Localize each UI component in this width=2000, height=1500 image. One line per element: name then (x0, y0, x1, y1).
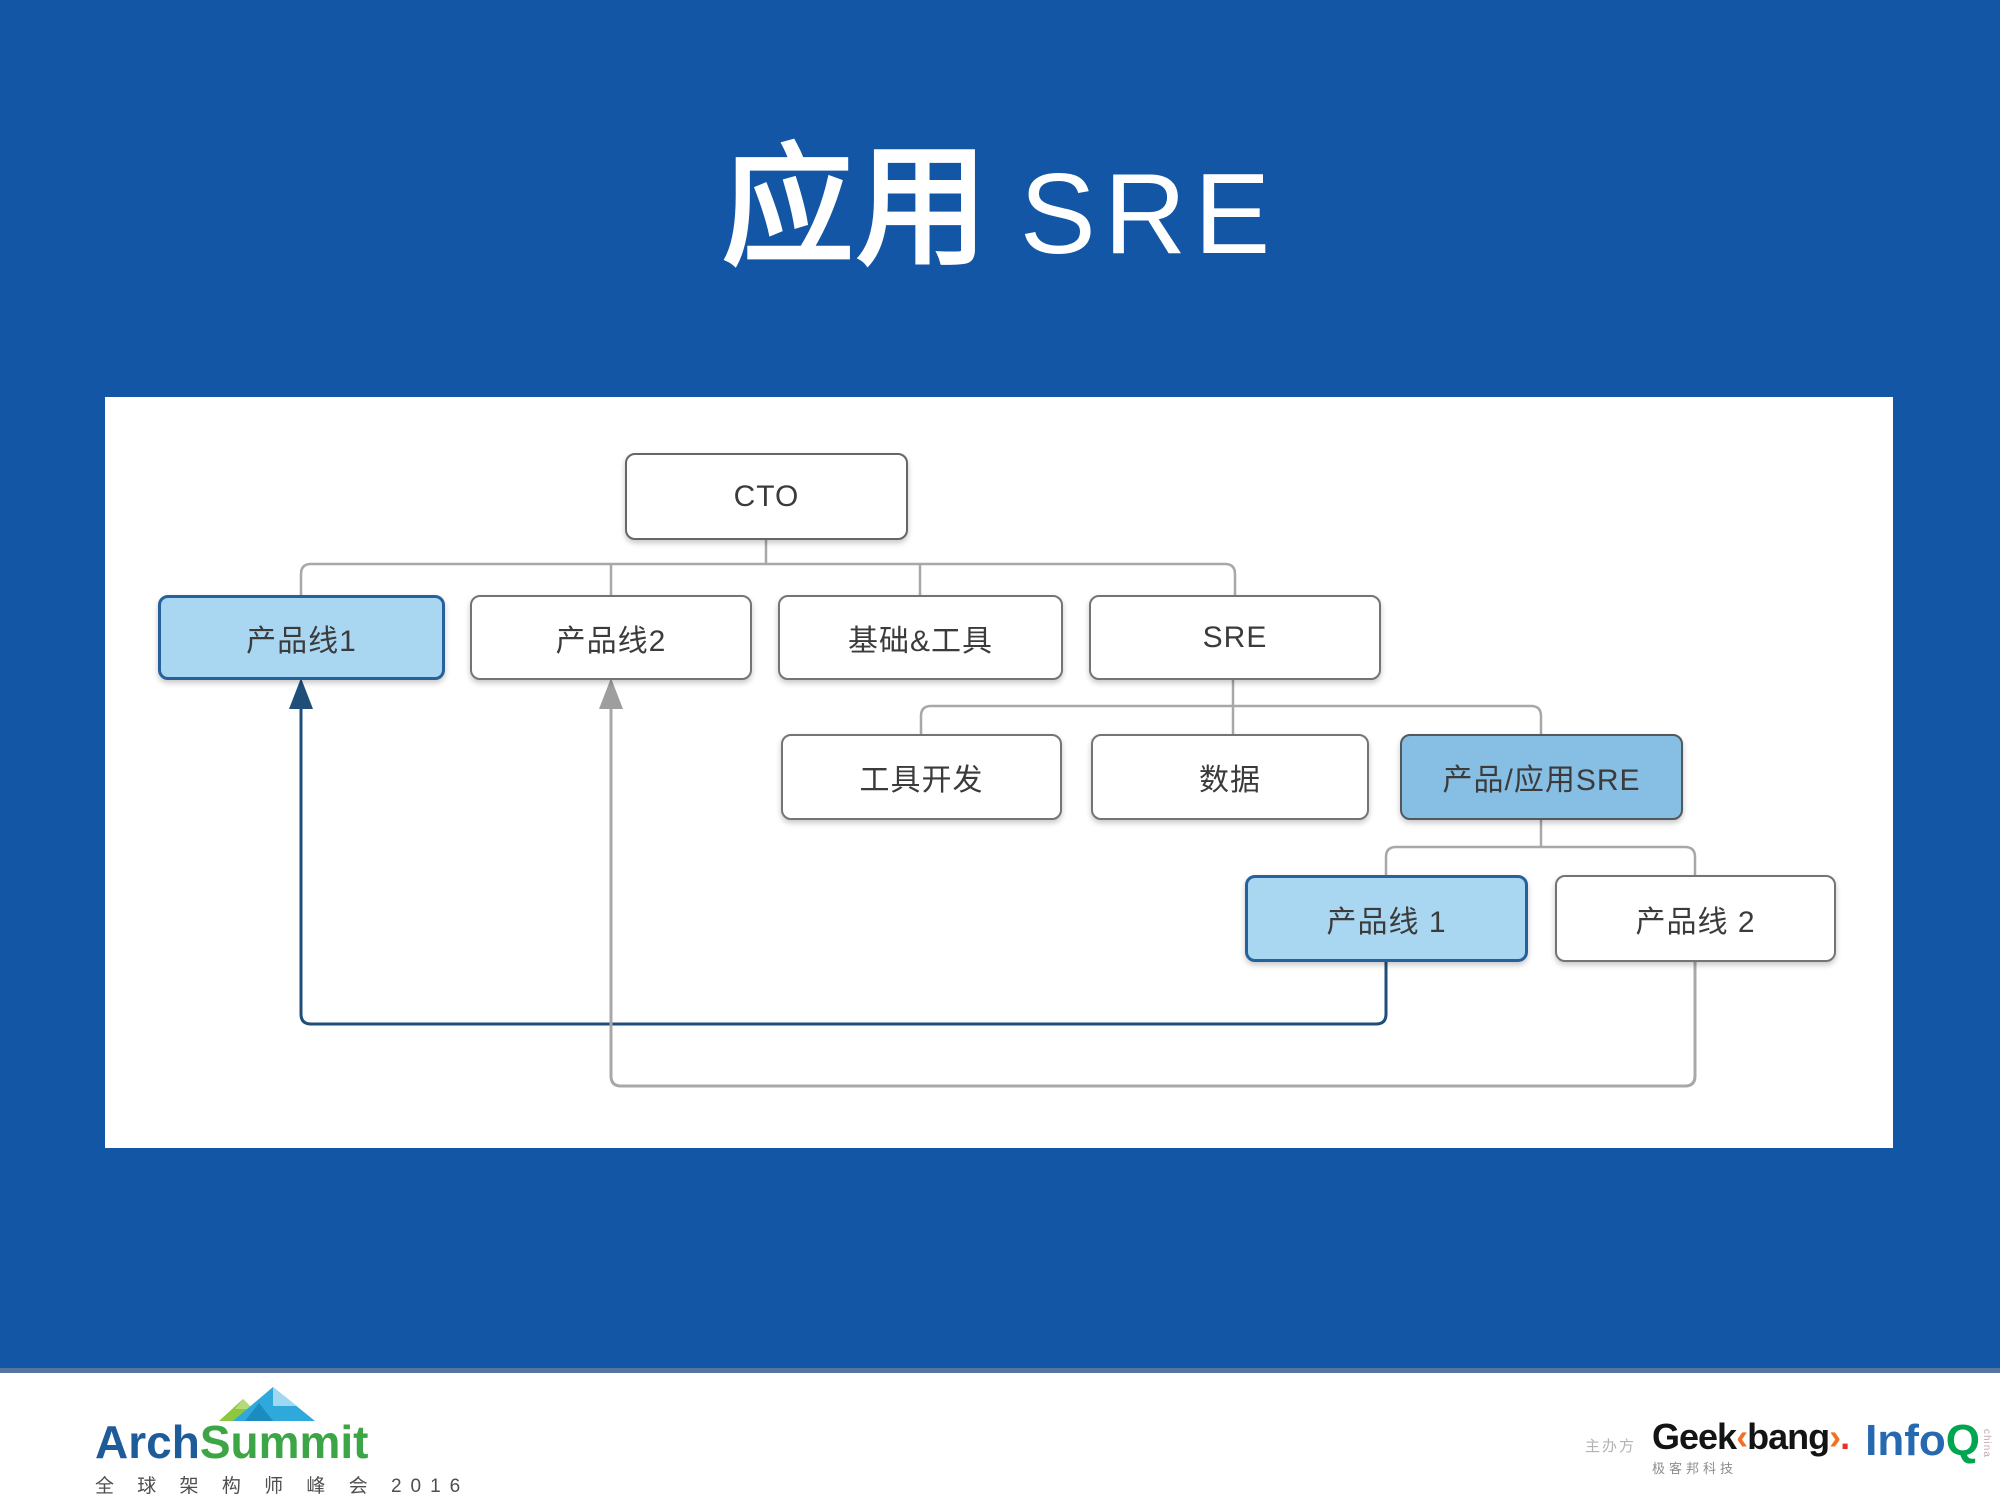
node-product-line-2-embedded: 产品线 2 (1555, 875, 1836, 962)
infoq-wordmark: InfoQ (1865, 1419, 1980, 1463)
node-tool-dev-label: 工具开发 (859, 764, 984, 797)
archsummit-word-summit: Summit (199, 1416, 369, 1468)
sponsor-logos: 主办方 Geek‹bang›. 极客邦科技 InfoQ china (1585, 1419, 1992, 1477)
title-primary: 应用 (721, 134, 990, 281)
organizer-label: 主办方 (1585, 1438, 1637, 1455)
title-secondary: SRE (1019, 151, 1279, 278)
node-product-line-1-embedded: 产品线 1 (1245, 875, 1528, 962)
connector-row2-rail (299, 562, 1237, 595)
node-product-line-2-label: 产品线2 (555, 624, 667, 658)
node-data-label: 数据 (1199, 764, 1261, 797)
connector-row4-rail (1384, 845, 1697, 875)
node-infra-tools-label: 基础&工具 (847, 624, 993, 658)
feedback-arrowhead-blue-icon (289, 678, 313, 709)
node-product-line-2: 产品线2 (470, 595, 752, 680)
diagram-panel: CTO 产品线1 产品线2 基础&工具 SRE 工具开发 数据 产品/应用SRE… (105, 397, 1893, 1148)
feedback-line-gray (609, 707, 1697, 1088)
geekbang-bracket-close-icon: › (1829, 1416, 1841, 1457)
mountain-icon (219, 1387, 315, 1421)
connector-row3-rail (919, 704, 1543, 734)
archsummit-wordmark: ArchSummit (95, 1419, 469, 1465)
infoq-part-q: Q (1945, 1416, 1980, 1465)
slide-title: 应用 SRE (0, 142, 2000, 274)
footer: ArchSummit 全 球 架 构 师 峰 会 2016 主办方 Geek‹b… (0, 1368, 2000, 1500)
node-product-line-2-embedded-label: 产品线 2 (1635, 905, 1756, 939)
infoq-side-text: china (1980, 1429, 1992, 1458)
node-product-line-1-label: 产品线1 (246, 624, 357, 658)
geekbang-logo: Geek‹bang›. 极客邦科技 (1652, 1416, 1850, 1477)
geekbang-bracket-open-icon: ‹ (1736, 1416, 1748, 1457)
geekbang-subtitle: 极客邦科技 (1652, 1461, 1738, 1476)
node-product-line-1: 产品线1 (158, 595, 445, 680)
node-infra-tools: 基础&工具 (778, 595, 1063, 680)
geekbang-part1: Geek (1652, 1416, 1737, 1457)
org-chart-connectors (289, 540, 1697, 1088)
geekbang-dot-icon: . (1840, 1416, 1850, 1457)
node-tool-dev: 工具开发 (781, 734, 1062, 820)
node-cto-label: CTO (733, 479, 800, 513)
infoq-part-info: Info (1865, 1416, 1946, 1465)
node-product-app-sre-label: 产品/应用SRE (1442, 764, 1641, 797)
geekbang-wordmark: Geek‹bang›. (1652, 1416, 1850, 1457)
infoq-logo: InfoQ china (1865, 1419, 1992, 1463)
node-sre-label: SRE (1202, 620, 1268, 654)
node-sre: SRE (1089, 595, 1381, 680)
archsummit-subtitle: 全 球 架 构 师 峰 会 2016 (95, 1476, 470, 1497)
node-product-line-1-embedded-label: 产品线 1 (1326, 905, 1447, 939)
archsummit-word-arch: Arch (95, 1416, 200, 1468)
archsummit-logo: ArchSummit 全 球 架 构 师 峰 会 2016 (95, 1385, 469, 1498)
feedback-line-blue (299, 707, 1388, 1026)
node-product-app-sre: 产品/应用SRE (1400, 734, 1683, 820)
node-data: 数据 (1091, 734, 1369, 820)
feedback-arrowhead-gray-icon (599, 678, 623, 709)
node-cto: CTO (625, 453, 908, 540)
geekbang-part2: bang (1747, 1416, 1830, 1457)
